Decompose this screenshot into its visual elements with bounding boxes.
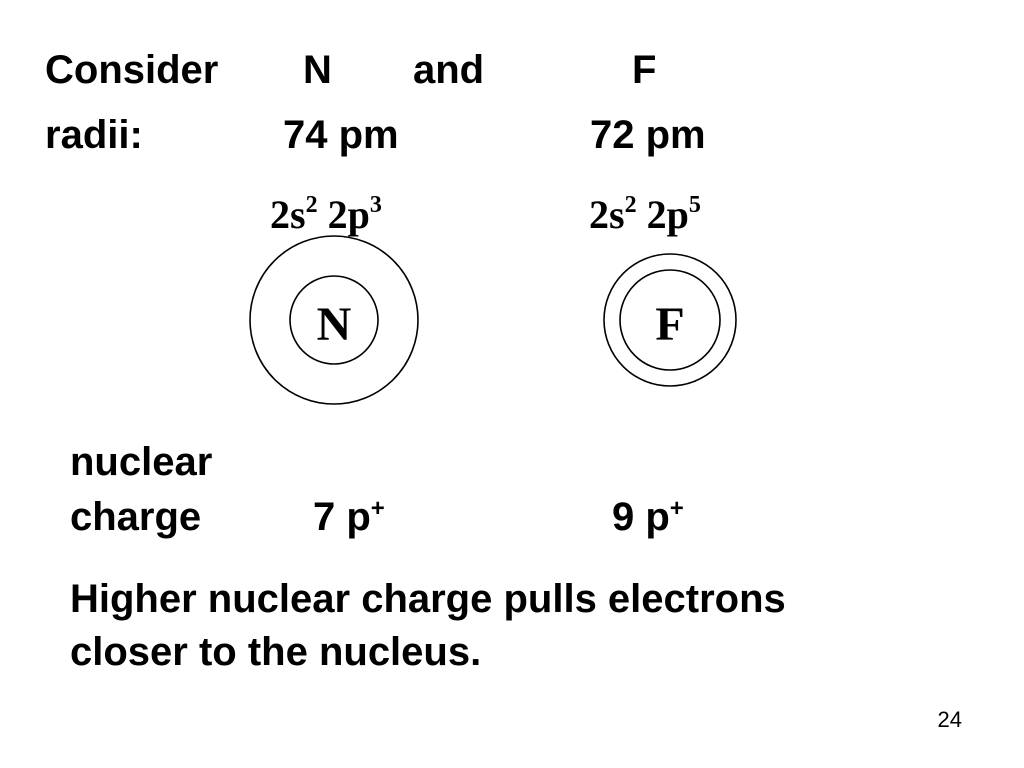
charge-label: charge xyxy=(70,495,202,539)
radii-label: radii: xyxy=(45,113,143,157)
conclusion-line-2: closer to the nucleus. xyxy=(70,630,482,674)
consider-label: Consider xyxy=(45,48,219,92)
atom-f-outer-shell xyxy=(603,253,737,387)
charge-n-value: 7 p+ xyxy=(313,495,385,539)
config-n-term-1: 2s2 xyxy=(270,192,318,237)
atom-f-symbol: F xyxy=(655,298,684,351)
atom-n-outer-shell xyxy=(249,235,419,405)
config-f-term-1: 2s2 xyxy=(589,192,637,237)
config-f-term-2: 2p5 xyxy=(646,192,701,237)
atom-f-inner-shell xyxy=(619,269,721,371)
atom-n: N xyxy=(249,235,419,405)
config-n-term-2: 2p3 xyxy=(327,192,382,237)
atom-n-inner-shell xyxy=(289,275,379,365)
radius-f-value: 72 pm xyxy=(590,113,706,157)
page-number: 24 xyxy=(937,707,962,732)
and-label: and xyxy=(413,48,485,92)
charge-f-value: 9 p+ xyxy=(612,495,684,539)
element-f-label: F xyxy=(632,48,657,92)
element-n-label: N xyxy=(303,48,332,92)
conclusion-line-1: Higher nuclear charge pulls electrons xyxy=(70,577,786,621)
atom-n-symbol: N xyxy=(317,298,352,351)
atom-f: F xyxy=(603,253,737,387)
radius-n-value: 74 pm xyxy=(283,113,399,157)
nuclear-label: nuclear xyxy=(70,440,213,484)
